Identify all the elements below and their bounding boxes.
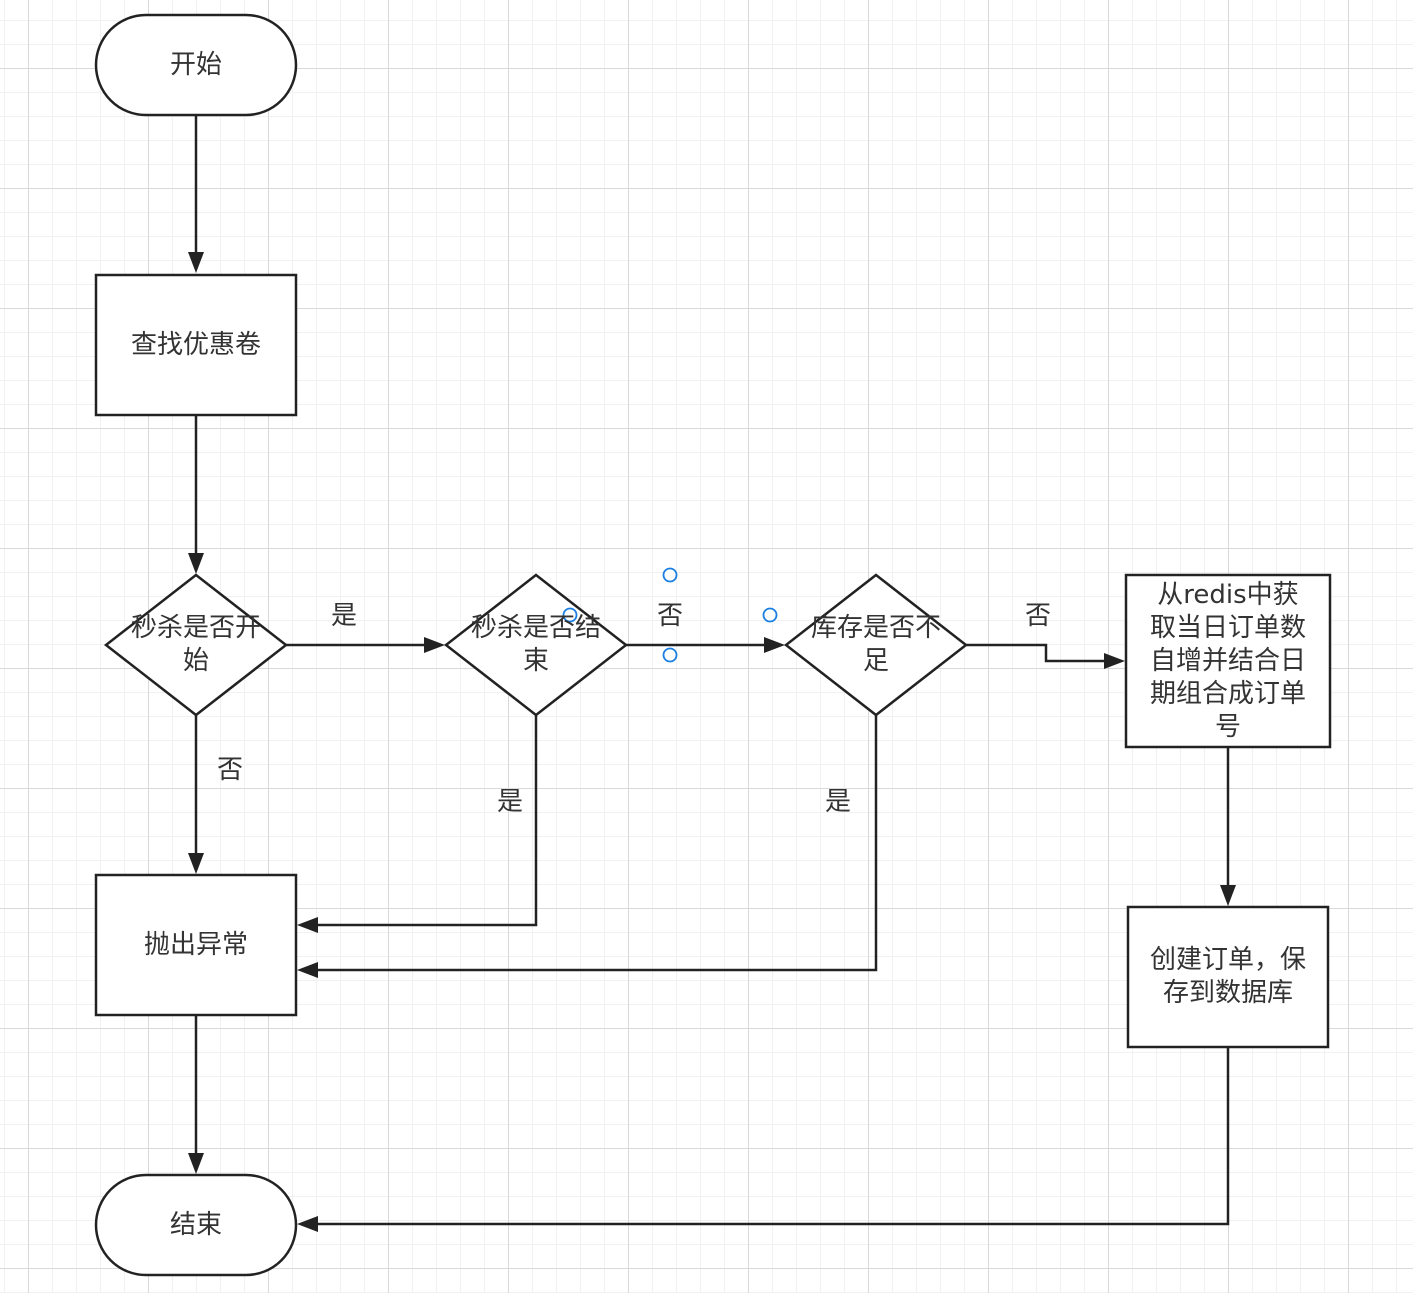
find-coupon-process[interactable] (94, 273, 298, 417)
arrowhead (188, 252, 204, 273)
stock-no-label[interactable]: 否 (1025, 601, 1052, 631)
edge-stock-no[interactable] (966, 643, 1104, 663)
arrowhead (1220, 885, 1236, 906)
stock-yes-label[interactable]: 是 (825, 787, 852, 817)
edge-handle-top[interactable] (662, 567, 678, 583)
started-yes-label[interactable]: 是 (331, 601, 358, 631)
edge-handle-end[interactable] (762, 607, 778, 623)
edge-handle-bottom[interactable] (662, 647, 678, 663)
end-terminator[interactable] (94, 1173, 298, 1277)
edge-ended-yes[interactable] (318, 715, 538, 927)
check-stock-decision[interactable] (783, 573, 969, 717)
check-ended-decision[interactable] (443, 573, 629, 717)
arrowhead (1104, 653, 1125, 669)
arrowhead (297, 917, 318, 933)
started-no-label[interactable]: 否 (217, 755, 244, 785)
edge-stock-yes[interactable] (318, 715, 878, 972)
arrowhead (764, 637, 785, 653)
ended-yes-label[interactable]: 是 (497, 787, 524, 817)
arrowhead (424, 637, 445, 653)
arrowhead (188, 1153, 204, 1174)
create-order-process[interactable] (1126, 905, 1330, 1049)
edge-create-to-end[interactable] (318, 1048, 1230, 1226)
arrowhead (297, 1216, 318, 1232)
ended-no-label[interactable]: 否 (657, 601, 684, 631)
throw-exception-process[interactable] (94, 873, 298, 1017)
arrowhead (188, 853, 204, 874)
check-started-decision[interactable] (103, 573, 289, 717)
arrowhead (188, 553, 204, 574)
arrowhead (297, 962, 318, 978)
start-terminator[interactable] (94, 13, 298, 117)
edge-handle-start[interactable] (562, 607, 578, 623)
gen-order-no-process[interactable] (1124, 573, 1332, 749)
